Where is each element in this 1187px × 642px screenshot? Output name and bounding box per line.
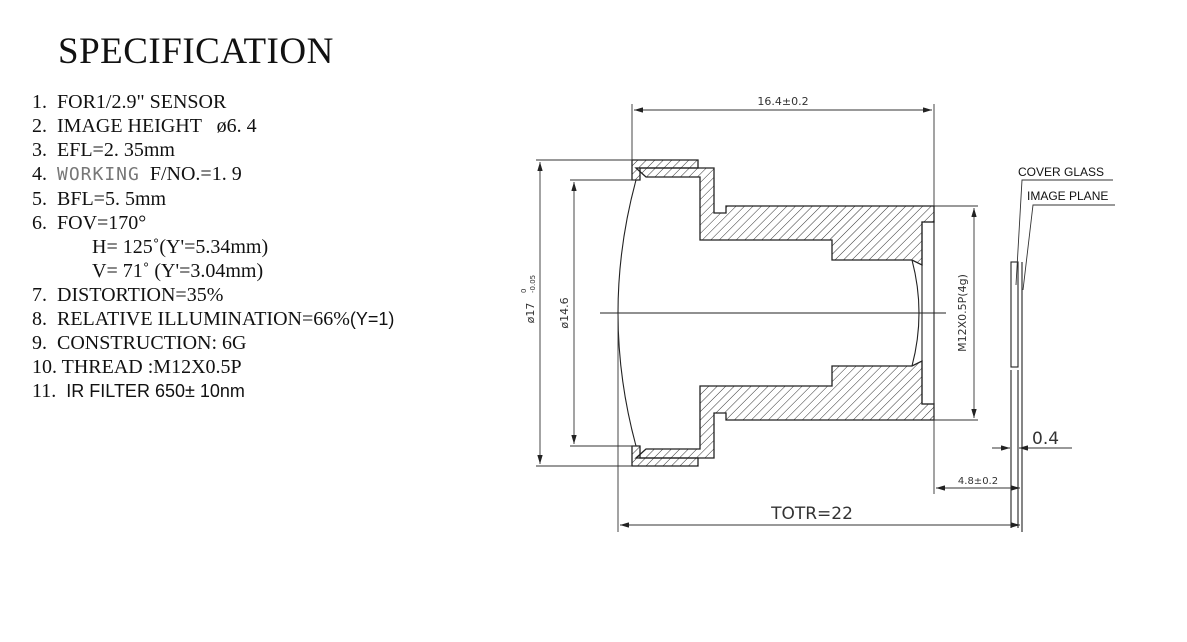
spec-text: EFL=2. 35mm [57, 139, 175, 161]
spec-subitem: H= 125˚(Y'=5.34mm) [32, 235, 394, 259]
spec-list: 1. FOR1/2.9" SENSOR 2. IMAGE HEIGHT ø6. … [32, 90, 394, 403]
spec-num: 6. [32, 212, 47, 234]
spec-suffix: (Y=1) [349, 309, 395, 329]
spec-num: 2. [32, 115, 47, 137]
spec-text: IMAGE HEIGHT ø6. 4 [57, 115, 257, 137]
spec-item: 2. IMAGE HEIGHT ø6. 4 [32, 114, 394, 138]
dimension-lines [536, 104, 1115, 532]
glass-thickness: 0.4 [1032, 429, 1059, 449]
spec-text: RELATIVE ILLUMINATION=66% [57, 308, 350, 330]
outer-tol-lower: -0.05 [529, 275, 537, 293]
cover-glass-label: COVER GLASS [1018, 165, 1104, 179]
spec-num: 1. [32, 91, 47, 113]
spec-num: 4. [32, 163, 47, 185]
spec-item: 7. DISTORTION=35% [32, 283, 394, 307]
spec-num: 8. [32, 308, 47, 330]
spec-item: 9. CONSTRUCTION: 6G [32, 331, 394, 355]
cover-glass [1010, 261, 1019, 368]
total-track: TOTR=22 [770, 504, 853, 524]
spec-subitem: V= 71˚ (Y'=3.04mm) [32, 259, 394, 283]
spec-item: 5. BFL=5. 5mm [32, 187, 394, 211]
spec-item: 11. IR FILTER 650± 10nm [32, 379, 394, 403]
spec-item: 8. RELATIVE ILLUMINATION=66%(Y=1) [32, 307, 394, 331]
spec-text: H= 125˚(Y'=5.34mm) [92, 236, 269, 258]
outer-tol-upper: 0 [520, 289, 528, 293]
spec-item: 3. EFL=2. 35mm [32, 138, 394, 162]
spec-text: BFL=5. 5mm [57, 188, 167, 210]
back-dimension: 4.8±0.2 [958, 476, 998, 487]
image-plane-label: IMAGE PLANE [1027, 189, 1108, 203]
outer-diameter-label: ø17 [524, 303, 537, 324]
inner-diameter-label: ø14.6 [558, 297, 571, 328]
spec-text: DISTORTION=35% [57, 284, 224, 306]
barrel-upper [634, 167, 935, 267]
spec-num: 5. [32, 188, 47, 210]
spec-item: 6. FOV=170° [32, 211, 394, 235]
barrel-lower [634, 359, 935, 459]
spec-text: FOR1/2.9" SENSOR [57, 91, 227, 113]
spec-text: CONSTRUCTION: 6G [57, 332, 247, 354]
lens-barrel [631, 159, 935, 467]
thread-dimension: M12X0.5P(4g) [956, 274, 969, 352]
spec-item: 4. WORKING F/NO.=1. 9 [32, 162, 394, 187]
spec-num: 9. [32, 332, 47, 354]
spec-text: FOV=170° [57, 212, 147, 234]
length-dimension: 16.4±0.2 [757, 95, 808, 108]
spec-num: 7. [32, 284, 47, 306]
spec-item: 10. THREAD :M12X0.5P [32, 355, 394, 379]
spec-text: THREAD :M12X0.5P [61, 356, 242, 378]
spec-prefix: WORKING [57, 164, 140, 185]
spec-text: IR FILTER 650± 10nm [66, 381, 245, 401]
spec-num: 3. [32, 139, 47, 161]
spec-text: F/NO.=1. 9 [149, 163, 242, 185]
page-title: SPECIFICATION [58, 31, 334, 72]
spec-item: 1. FOR1/2.9" SENSOR [32, 90, 394, 114]
spec-text: V= 71˚ (Y'=3.04mm) [92, 260, 264, 282]
spec-num: 10. [32, 356, 57, 378]
spec-num: 11. [32, 380, 57, 402]
